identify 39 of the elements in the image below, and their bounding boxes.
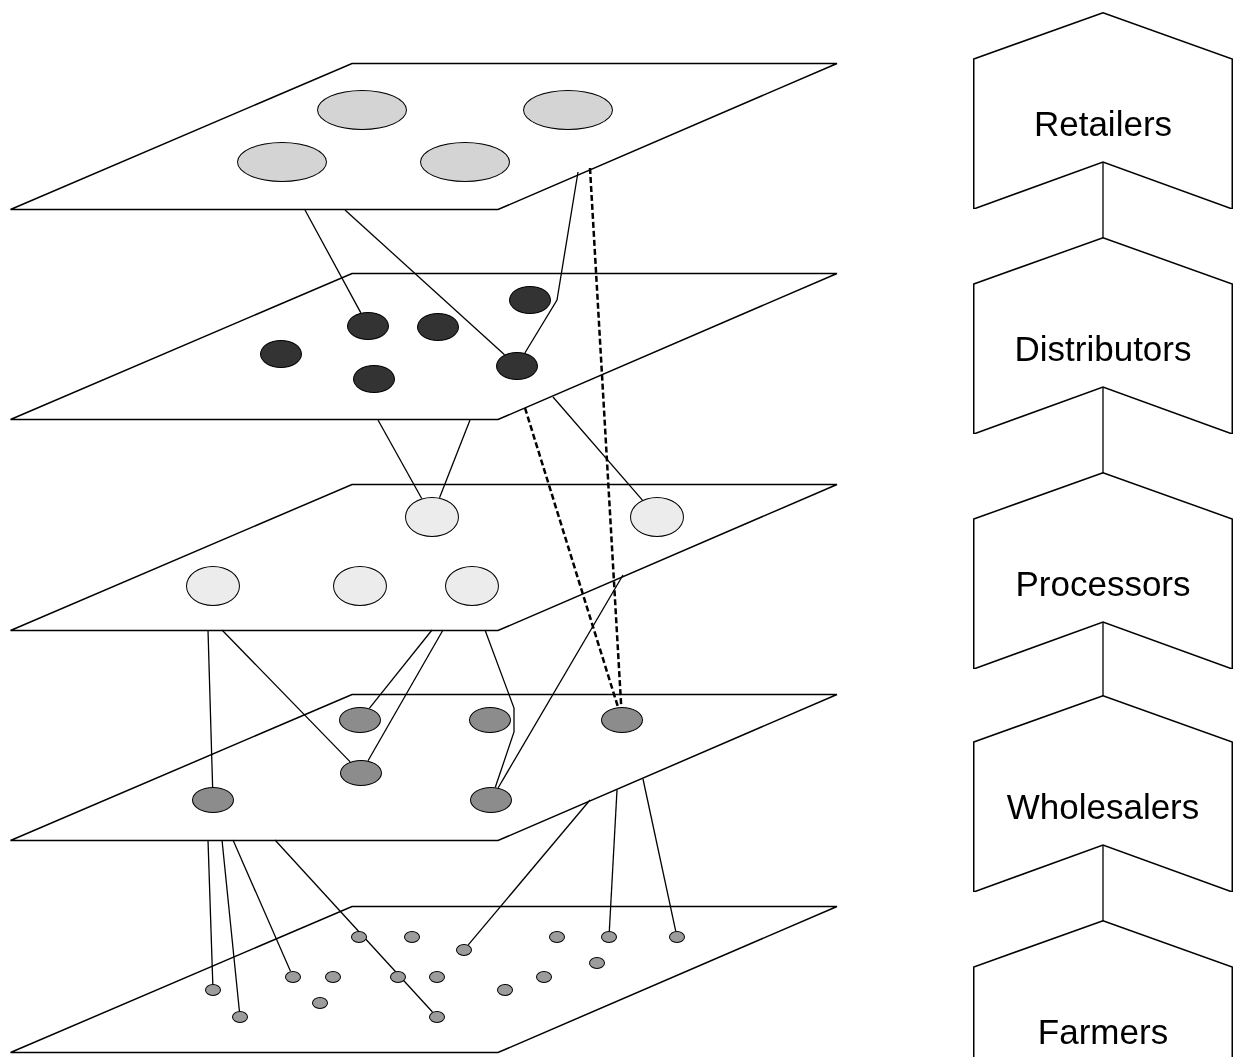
connector-line	[207, 629, 214, 788]
connector-line	[1102, 386, 1104, 474]
connector-line	[368, 629, 433, 709]
connector-line	[642, 778, 677, 932]
connector-line	[1102, 621, 1104, 697]
connector-line	[524, 171, 579, 354]
tier-label: Farmers	[1036, 1012, 1170, 1052]
layer-plane	[10, 63, 838, 210]
connector-line	[221, 629, 351, 763]
connector-line	[484, 629, 515, 788]
connector-line	[1102, 844, 1104, 922]
connector-line	[207, 839, 214, 985]
connector-line	[367, 629, 444, 762]
layer-plane	[10, 273, 838, 420]
connector-line	[344, 209, 506, 356]
connector-line	[467, 799, 591, 946]
tier-label: Retailers	[1032, 104, 1174, 144]
layer-plane	[10, 484, 838, 631]
connector-line	[497, 574, 624, 789]
tier-banner	[973, 12, 1233, 209]
tier-label: Wholesalers	[1005, 787, 1201, 827]
connector-line	[552, 396, 644, 501]
layer-plane	[10, 694, 838, 841]
connector-line	[1102, 161, 1104, 239]
connector-line	[274, 839, 434, 1013]
connector-line	[377, 419, 423, 500]
connector-line	[232, 839, 292, 972]
tier-banner	[973, 695, 1233, 892]
connector-line	[523, 407, 620, 708]
tier-banner	[973, 237, 1233, 434]
connector-line	[304, 209, 362, 314]
tier-label: Distributors	[1013, 329, 1193, 369]
layer-plane	[10, 906, 838, 1053]
tier-label: Processors	[1014, 564, 1192, 604]
tier-banner	[973, 472, 1233, 669]
connector-line	[438, 419, 471, 499]
connector-line	[221, 839, 241, 1012]
tier-banner	[973, 920, 1233, 1057]
connector-line	[608, 789, 618, 932]
